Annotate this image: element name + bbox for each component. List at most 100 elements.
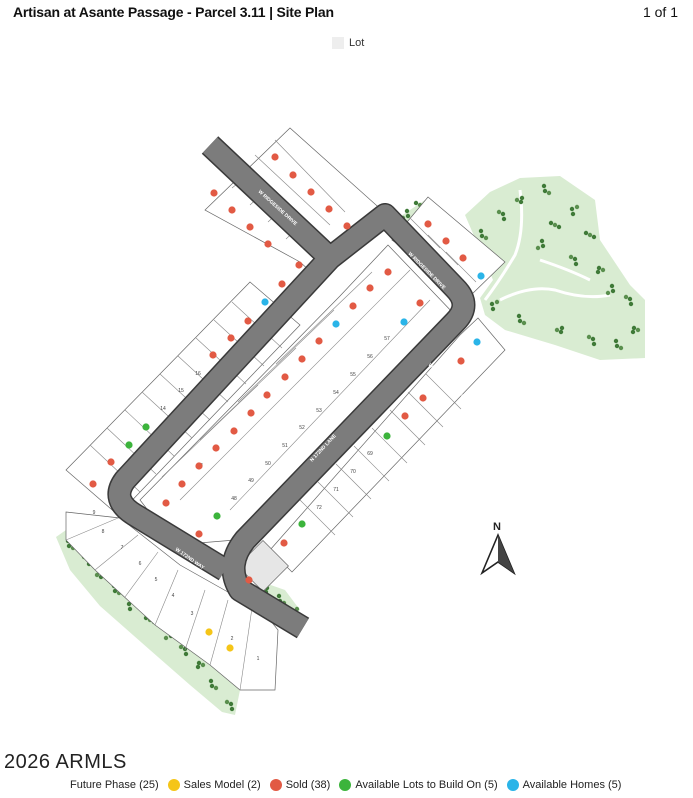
tree-icon — [229, 706, 235, 712]
tree-icon — [590, 336, 596, 342]
lot-marker-sold[interactable] — [230, 427, 238, 435]
lot-marker-sold[interactable] — [307, 188, 315, 196]
lot-marker-sold[interactable] — [325, 205, 333, 213]
lot-marker-sold[interactable] — [349, 302, 357, 310]
tree-icon — [591, 341, 597, 347]
lot-marker-available-lot[interactable] — [125, 441, 133, 449]
lot-marker-sold[interactable] — [162, 499, 170, 507]
tree-icon — [478, 228, 484, 234]
tree-icon — [568, 254, 574, 260]
lot-marker-sold[interactable] — [245, 576, 253, 584]
available-lot-dot-icon — [339, 779, 352, 791]
tree-icon — [479, 233, 485, 239]
tree-icon — [413, 200, 419, 206]
lot-number: 55 — [350, 372, 356, 378]
lot-marker-sold[interactable] — [384, 268, 392, 276]
lot-number: 56 — [367, 354, 373, 360]
lot-marker-sold[interactable] — [419, 394, 427, 402]
tree-icon — [552, 222, 558, 228]
lot-marker-sold[interactable] — [289, 171, 297, 179]
lot-marker-available-lot[interactable] — [383, 432, 391, 440]
lot-marker-sold[interactable] — [442, 237, 450, 245]
tree-icon — [535, 245, 541, 251]
tree-icon — [595, 269, 601, 275]
lot-marker-sold[interactable] — [263, 391, 271, 399]
tree-icon — [541, 183, 547, 189]
lot-legend-label: Lot — [349, 37, 365, 49]
tree-icon — [600, 267, 606, 273]
lot-marker-available-home[interactable] — [400, 318, 408, 326]
lot-marker-available-home[interactable] — [261, 298, 269, 306]
lot-marker-sold[interactable] — [271, 153, 279, 161]
tree-icon — [635, 327, 641, 333]
lot-marker-sold[interactable] — [107, 458, 115, 466]
lot-marker-sold[interactable] — [295, 261, 303, 269]
lot-marker-sold[interactable] — [416, 299, 424, 307]
tree-icon — [583, 230, 589, 236]
tree-icon — [489, 301, 495, 307]
lot-marker-sold[interactable] — [298, 355, 306, 363]
tree-icon — [573, 261, 579, 267]
lot-marker-available-lot[interactable] — [213, 512, 221, 520]
tree-icon — [569, 206, 575, 212]
legend-future-phase: Future Phase (25) — [70, 779, 159, 791]
lot-number: 16 — [195, 371, 201, 377]
lot-marker-sold[interactable] — [457, 357, 465, 365]
tree-icon — [591, 234, 597, 240]
page-title: Artisan at Asante Passage - Parcel 3.11 … — [13, 4, 334, 20]
lot-marker-available-home[interactable] — [332, 320, 340, 328]
trail — [483, 189, 611, 302]
lot-marker-sold[interactable] — [195, 462, 203, 470]
tree-icon — [623, 294, 629, 300]
lot-marker-sold[interactable] — [209, 351, 217, 359]
lot-marker-sold[interactable] — [343, 222, 351, 230]
lot-marker-sold[interactable] — [195, 530, 203, 538]
tree-icon — [610, 288, 616, 294]
tree-icon — [213, 685, 219, 691]
lot-number: 5 — [155, 577, 158, 583]
lot-marker-sold[interactable] — [212, 444, 220, 452]
tree-icon — [405, 213, 411, 219]
lot-status-markers — [89, 153, 485, 652]
lot-marker-sales[interactable] — [205, 628, 213, 636]
roads — [107, 136, 476, 639]
tree-icon — [609, 283, 615, 289]
lot-number: 69 — [367, 451, 373, 457]
lot-marker-sold[interactable] — [401, 412, 409, 420]
lot-marker-available-lot[interactable] — [142, 423, 150, 431]
tree-icon — [178, 644, 184, 650]
lot-marker-sold[interactable] — [459, 254, 467, 262]
road-surface[interactable] — [108, 137, 474, 637]
lot-marker-sold[interactable] — [366, 284, 374, 292]
lot-marker-sold[interactable] — [227, 334, 235, 342]
lot-number: 3 — [191, 611, 194, 617]
lot-marker-sold[interactable] — [178, 480, 186, 488]
lot-marker-sold[interactable] — [246, 223, 254, 231]
lot-marker-sold[interactable] — [278, 280, 286, 288]
lot-marker-sold[interactable] — [89, 480, 97, 488]
lot-marker-sold[interactable] — [315, 337, 323, 345]
lot-marker-sold[interactable] — [264, 240, 272, 248]
lot-marker-sold[interactable] — [424, 220, 432, 228]
lot-marker-sold[interactable] — [244, 317, 252, 325]
lot-marker-sold[interactable] — [281, 373, 289, 381]
tree-icon — [209, 683, 215, 689]
lot-marker-sold[interactable] — [228, 206, 236, 214]
lot-number: 48 — [231, 496, 237, 502]
sold-dot-icon — [269, 779, 282, 791]
lot-marker-available-home[interactable] — [473, 338, 481, 346]
lot-number: 53 — [316, 408, 322, 414]
lot-marker-available-home[interactable] — [477, 272, 485, 280]
lot-marker-sold[interactable] — [210, 189, 218, 197]
lot-number: 50 — [265, 461, 271, 467]
lot-marker-sold[interactable] — [280, 539, 288, 547]
lot-marker-sold[interactable] — [247, 409, 255, 417]
legend-available-homes: Available Homes (5) — [506, 779, 621, 791]
park-area — [465, 176, 645, 360]
tree-icon — [224, 699, 230, 705]
lot-marker-available-lot[interactable] — [298, 520, 306, 528]
lot-number: 71 — [333, 487, 339, 493]
tree-icon — [559, 325, 565, 331]
lot-marker-sales[interactable] — [226, 644, 234, 652]
